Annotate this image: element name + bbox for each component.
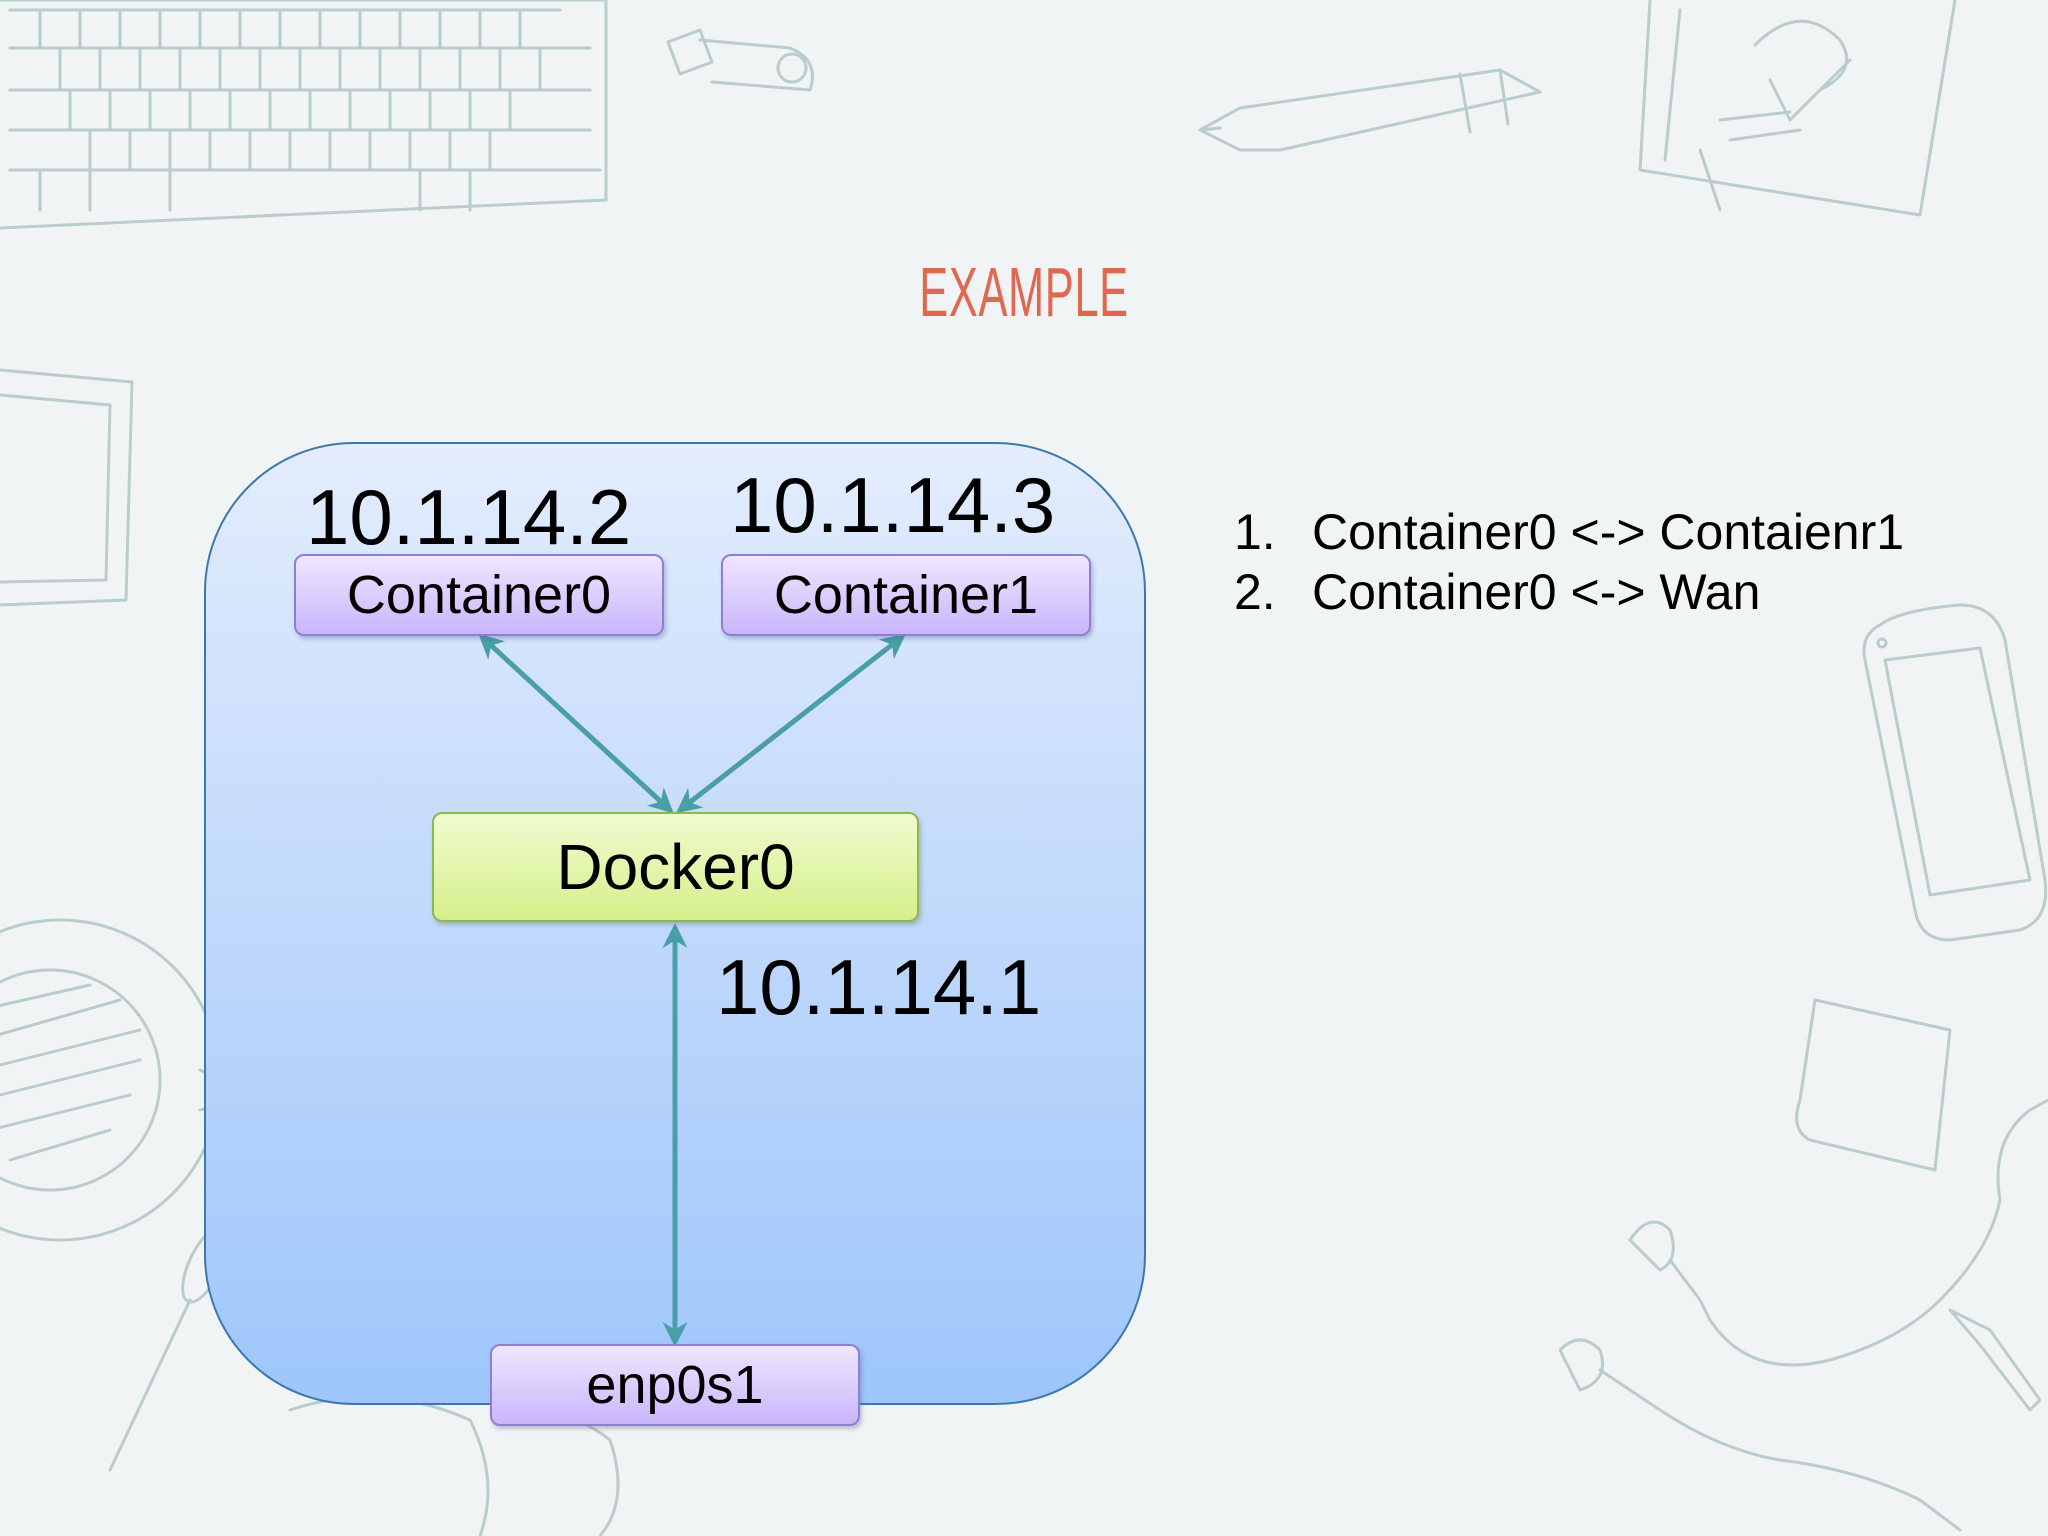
steps-list: 1. Container0 <-> Contaienr1 2. Containe… xyxy=(1234,502,1904,622)
arrow-docker0-container1 xyxy=(676,633,906,814)
sticky-note-doodle xyxy=(1795,998,1952,1172)
slide-title: EXAMPLE xyxy=(919,253,1129,331)
smartphone-doodle xyxy=(1862,603,2048,942)
step-number: 2. xyxy=(1234,564,1276,620)
list-item: 1. Container0 <-> Contaienr1 xyxy=(1234,502,1904,562)
step-number: 1. xyxy=(1234,504,1276,560)
container0-node[interactable]: Container0 xyxy=(294,554,664,636)
keyboard-doodle xyxy=(0,0,608,230)
marker-doodle xyxy=(1198,68,1542,152)
earphones-doodle xyxy=(1558,1098,2048,1532)
notebook-doodle xyxy=(1638,0,1957,217)
container1-node[interactable]: Container1 xyxy=(721,554,1091,636)
arrow-docker0-container0 xyxy=(478,633,674,814)
list-item: 2. Container0 <-> Wan xyxy=(1234,562,1904,622)
enp0s1-node[interactable]: enp0s1 xyxy=(490,1344,860,1426)
docker0-node[interactable]: Docker0 xyxy=(432,812,919,922)
step-text: Container0 <-> Contaienr1 xyxy=(1312,504,1905,560)
tablet-doodle xyxy=(0,368,134,607)
step-text: Container0 <-> Wan xyxy=(1312,564,1761,620)
container0-ip-label: 10.1.14.2 xyxy=(306,473,632,561)
docker0-ip-label: 10.1.14.1 xyxy=(716,943,1042,1031)
container1-ip-label: 10.1.14.3 xyxy=(730,461,1056,549)
usb-drive-doodle xyxy=(666,28,814,92)
